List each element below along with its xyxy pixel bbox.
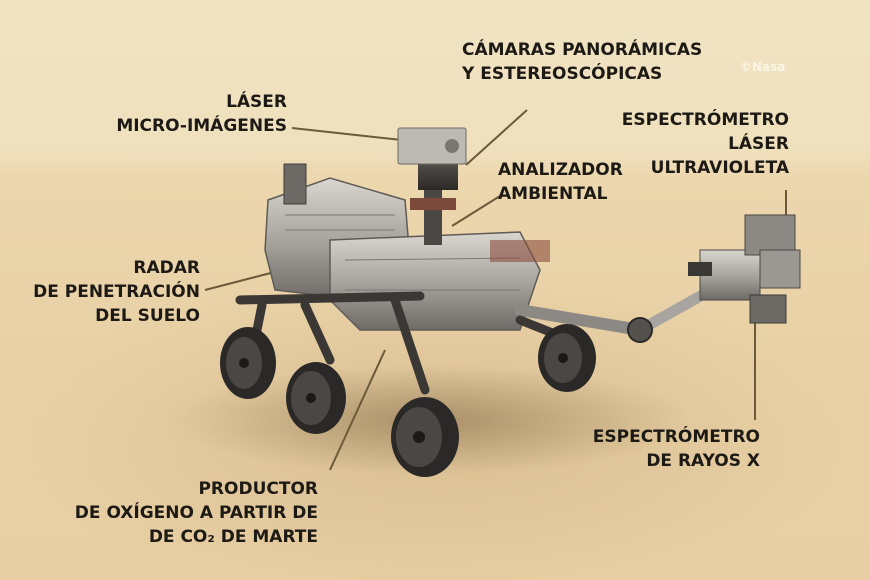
label-line: AMBIENTAL	[498, 184, 608, 204]
rover-body	[264, 163, 550, 331]
leader-line-camaras	[465, 109, 528, 166]
label-line: DE PENETRACIÓN	[33, 282, 200, 302]
label-line: Y ESTEREOSCÓPICAS	[462, 64, 663, 84]
mast-camera	[397, 127, 467, 245]
label-line: LÁSER	[728, 134, 789, 154]
arm-turret	[688, 214, 801, 324]
label-line: ESPECTRÓMETRO	[592, 427, 760, 447]
wheels	[220, 324, 596, 477]
leader-line-analizador	[451, 195, 501, 227]
label-camaras-panoramicas: CÁMARAS PANORÁMICAS Y ESTEREOSCÓPICAS	[462, 38, 702, 86]
wheel-middle-left	[286, 362, 346, 434]
nasa-watermark: ©Nasa	[740, 60, 786, 74]
label-line: ULTRAVIOLETA	[650, 158, 789, 178]
label-line: PRODUCTOR	[198, 479, 318, 499]
label-line: DE CO₂ DE MARTE	[148, 527, 318, 547]
label-espectrometro-uv: ESPECTRÓMETRO LÁSER ULTRAVIOLETA	[622, 108, 789, 180]
label-line: ESPECTRÓMETRO	[621, 110, 789, 130]
label-espectrometro-rayos-x: ESPECTRÓMETRO DE RAYOS X	[593, 425, 760, 473]
label-laser-micro-imagenes: LÁSER MICRO-IMÁGENES	[116, 90, 287, 138]
leader-line-productor	[329, 349, 386, 471]
label-line: MICRO-IMÁGENES	[116, 116, 287, 136]
label-line: DEL SUELO	[95, 306, 200, 326]
label-line: CÁMARAS PANORÁMICAS	[462, 40, 703, 60]
label-line: ANALIZADOR	[498, 160, 623, 180]
label-line: DE OXÍGENO A PARTIR DE	[74, 503, 318, 523]
label-line: RADAR	[133, 258, 200, 278]
label-line: LÁSER	[226, 92, 287, 112]
wheel-front-right	[538, 324, 596, 392]
robotic-arm	[514, 214, 801, 343]
label-productor-oxigeno: PRODUCTOR DE OXÍGENO A PARTIR DE DE CO₂ …	[75, 477, 318, 549]
label-analizador-ambiental: ANALIZADOR AMBIENTAL	[498, 158, 623, 206]
wheel-front-left	[391, 397, 459, 477]
wheel-rear-left	[220, 327, 276, 399]
label-line: DE RAYOS X	[646, 451, 760, 471]
label-radar: RADAR DE PENETRACIÓN DEL SUELO	[33, 256, 200, 328]
